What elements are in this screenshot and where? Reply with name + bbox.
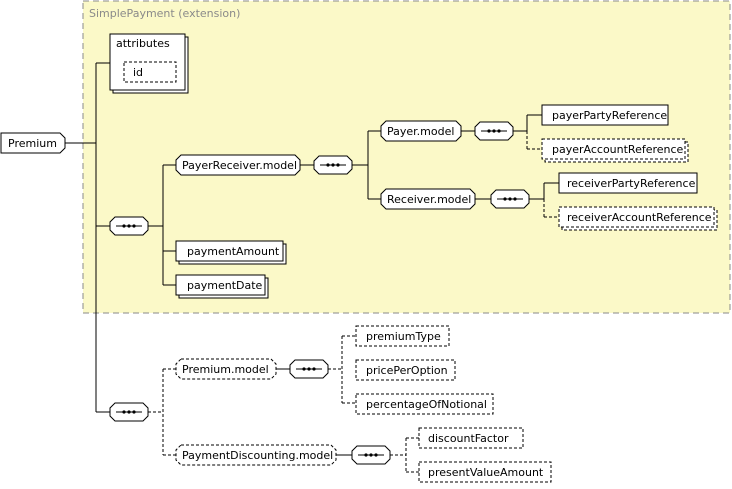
sequence-compositor-icon[interactable]	[490, 189, 530, 209]
group-premium-model[interactable]: Premium.model	[175, 358, 277, 380]
root-element-premium[interactable]: Premium	[0, 132, 66, 154]
svg-text:Premium: Premium	[8, 137, 57, 150]
svg-text:paymentAmount: paymentAmount	[187, 245, 280, 258]
svg-text:payerPartyReference: payerPartyReference	[552, 109, 667, 122]
svg-text:PayerReceiver.model: PayerReceiver.model	[182, 159, 297, 172]
element-receiver-account-reference[interactable]: receiverAccountReference	[558, 206, 718, 231]
sequence-compositor-icon[interactable]	[474, 121, 514, 141]
svg-text:discountFactor: discountFactor	[428, 432, 509, 445]
element-payment-date[interactable]: paymentDate	[175, 274, 269, 299]
svg-text:payerAccountReference: payerAccountReference	[552, 143, 684, 156]
group-receiver-model[interactable]: Receiver.model	[380, 188, 476, 210]
svg-text:premiumType: premiumType	[366, 330, 441, 343]
svg-text:attributes: attributes	[116, 37, 170, 50]
sequence-compositor-icon[interactable]	[313, 155, 353, 175]
element-present-value-amount[interactable]: presentValueAmount	[418, 461, 552, 483]
element-premium-type[interactable]: premiumType	[355, 325, 450, 347]
sequence-compositor-icon[interactable]	[109, 216, 149, 236]
attributes-group[interactable]: attributes id	[109, 33, 189, 94]
choice-compositor-icon[interactable]	[289, 359, 329, 379]
element-price-per-option[interactable]: pricePerOption	[355, 359, 456, 381]
group-payer-receiver-model[interactable]: PayerReceiver.model	[175, 154, 301, 176]
connectors	[65, 62, 559, 473]
group-payment-discounting-model[interactable]: PaymentDiscounting.model	[175, 444, 337, 466]
sequence-compositor-icon[interactable]	[109, 402, 149, 422]
group-payer-model[interactable]: Payer.model	[380, 120, 462, 142]
svg-text:id: id	[133, 66, 143, 79]
svg-text:receiverAccountReference: receiverAccountReference	[567, 211, 712, 224]
sequence-compositor-icon[interactable]	[351, 445, 391, 465]
svg-text:percentageOfNotional: percentageOfNotional	[366, 398, 487, 411]
attribute-id[interactable]: id	[123, 61, 177, 83]
svg-text:Payer.model: Payer.model	[387, 125, 454, 138]
element-receiver-party-reference[interactable]: receiverPartyReference	[558, 172, 698, 194]
svg-text:PaymentDiscounting.model: PaymentDiscounting.model	[182, 449, 333, 462]
element-percentage-of-notional[interactable]: percentageOfNotional	[355, 393, 494, 415]
optional-connectors	[526, 131, 559, 218]
svg-text:Premium.model: Premium.model	[182, 363, 269, 376]
extension-label: SimplePayment (extension)	[89, 7, 240, 20]
svg-text:paymentDate: paymentDate	[187, 279, 263, 292]
svg-text:Receiver.model: Receiver.model	[387, 193, 471, 206]
svg-text:pricePerOption: pricePerOption	[366, 364, 448, 377]
svg-text:receiverPartyReference: receiverPartyReference	[567, 177, 696, 190]
svg-text:presentValueAmount: presentValueAmount	[428, 466, 544, 479]
element-discount-factor[interactable]: discountFactor	[418, 427, 524, 449]
element-payment-amount[interactable]: paymentAmount	[175, 240, 287, 265]
element-payer-party-reference[interactable]: payerPartyReference	[541, 104, 669, 126]
element-payer-account-reference[interactable]: payerAccountReference	[541, 138, 689, 163]
